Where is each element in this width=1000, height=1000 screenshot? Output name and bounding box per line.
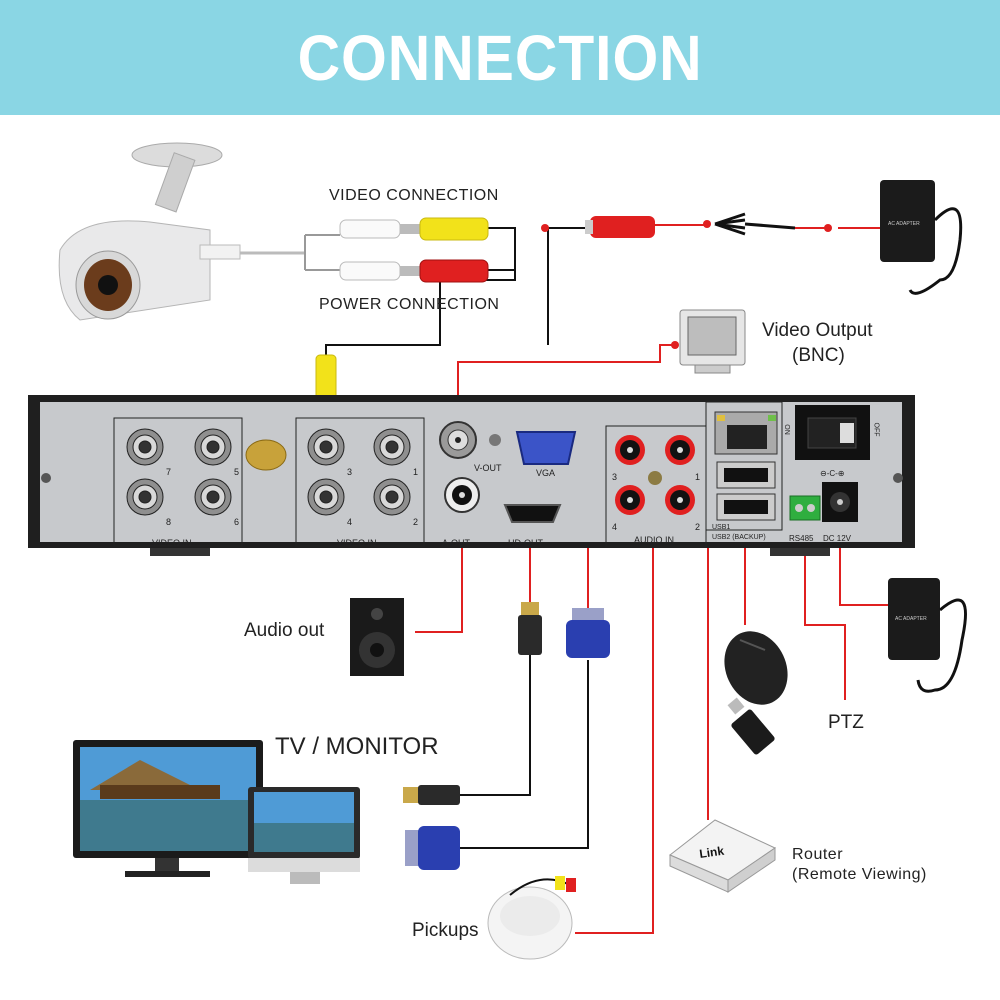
bnc-number-label: 1 (413, 467, 418, 477)
audio-rca-connector (665, 435, 695, 465)
adapter-text: AC ADAPTER (888, 221, 920, 227)
screw-icon (489, 434, 501, 446)
video-in-label-2: VIDEO IN (337, 538, 377, 548)
tv-monitor-icon (73, 740, 360, 884)
bnc-connector (126, 428, 164, 466)
cables (200, 224, 890, 934)
v-out-port (439, 421, 477, 459)
rs485-terminal (789, 495, 821, 521)
qc-sticker (245, 439, 287, 471)
audio-inputs: 3 1 4 2 (612, 435, 700, 532)
switch-on-label: ON (782, 424, 790, 435)
screw-icon (648, 471, 662, 485)
pickup-microphone-icon (487, 876, 576, 960)
a-out-label: A-OUT (442, 538, 470, 548)
power-splitter-icon (585, 212, 796, 238)
dvr-back-panel (28, 395, 915, 556)
bnc-connector (194, 428, 232, 466)
audio-out-label: Audio out (244, 620, 325, 641)
bnc-connector (373, 478, 411, 516)
hdmi-plug-icon (518, 602, 542, 655)
v-out-label: V-OUT (474, 463, 502, 473)
lan-port (714, 411, 778, 455)
bnc-connector (373, 428, 411, 466)
power-adapter-bottom-icon: AC ADAPTER (888, 578, 967, 693)
pickups-label: Pickups (412, 920, 479, 941)
video-output-label: Video Output (762, 320, 873, 341)
video-connection-label: VIDEO CONNECTION (329, 187, 499, 204)
usb2-label: USB2 (BACKUP) (712, 534, 766, 541)
router-sub-label: (Remote Viewing) (792, 866, 927, 883)
a-out-port (444, 477, 480, 513)
bnc-number-label: 8 (166, 517, 171, 527)
switch-off-label: OFF (872, 422, 880, 437)
adapter-text-bottom: AC ADAPTER (895, 616, 927, 622)
video-output-sub-label: (BNC) (792, 345, 845, 366)
mouse-icon (724, 631, 788, 705)
tv-hdmi-plug-icon (403, 785, 460, 805)
page-title: CONNECTION (297, 21, 703, 94)
audio-number-label: 4 (612, 522, 617, 532)
tv-monitor-label: TV / MONITOR (275, 733, 439, 760)
svg-text:⊖-C-⊕: ⊖-C-⊕ (820, 469, 845, 478)
speaker-icon (350, 598, 404, 676)
power-adapter-icon: AC ADAPTER (880, 180, 963, 295)
bnc-connector (307, 428, 345, 466)
cctv-camera-icon (58, 142, 241, 321)
audio-in-label: AUDIO IN (634, 535, 675, 545)
usb-port (716, 461, 776, 521)
vga-label: VGA (536, 468, 556, 478)
bnc-connector (307, 478, 345, 516)
router-label: Router (792, 846, 844, 863)
bnc-connector (194, 478, 232, 516)
router-icon: Link (669, 819, 777, 893)
hdmi-port (503, 504, 562, 523)
video-in-label-1: VIDEO IN (152, 538, 192, 548)
usb1-label: USB1 (712, 524, 731, 531)
rs485-label: RS485 (789, 534, 814, 543)
vga-plug-icon (566, 608, 610, 658)
dc-jack: ⊖-C-⊕ (820, 469, 858, 522)
bnc-number-label: 2 (413, 517, 418, 527)
header-banner: CONNECTION (0, 0, 1000, 115)
power-connection-label: POWER CONNECTION (319, 296, 500, 313)
usb-stick-icon (727, 697, 775, 755)
dc12v-label: DC 12V (823, 534, 852, 543)
bnc-connector (126, 478, 164, 516)
crt-monitor-icon (679, 309, 746, 374)
vga-port (515, 431, 577, 465)
video-plug-icon (339, 217, 489, 241)
power-switch (795, 405, 870, 460)
audio-number-label: 3 (612, 472, 617, 482)
router-brand: Link (698, 844, 725, 861)
bnc-inputs: 7 5 8 6 3 1 4 2 (126, 428, 418, 527)
bnc-number-label: 4 (347, 517, 352, 527)
hd-out-label: HD-OUT (508, 538, 543, 548)
bnc-number-label: 6 (234, 517, 239, 527)
bnc-number-label: 3 (347, 467, 352, 477)
audio-number-label: 1 (695, 472, 700, 482)
audio-rca-connector (615, 435, 645, 465)
bnc-number-label: 5 (234, 467, 239, 477)
audio-number-label: 2 (695, 522, 700, 532)
tv-vga-plug-icon (405, 826, 460, 870)
ptz-label: PTZ (828, 712, 864, 733)
audio-rca-connector (615, 485, 645, 515)
power-plug-icon (339, 259, 489, 283)
bnc-number-label: 7 (166, 467, 171, 477)
audio-rca-connector (665, 485, 695, 515)
